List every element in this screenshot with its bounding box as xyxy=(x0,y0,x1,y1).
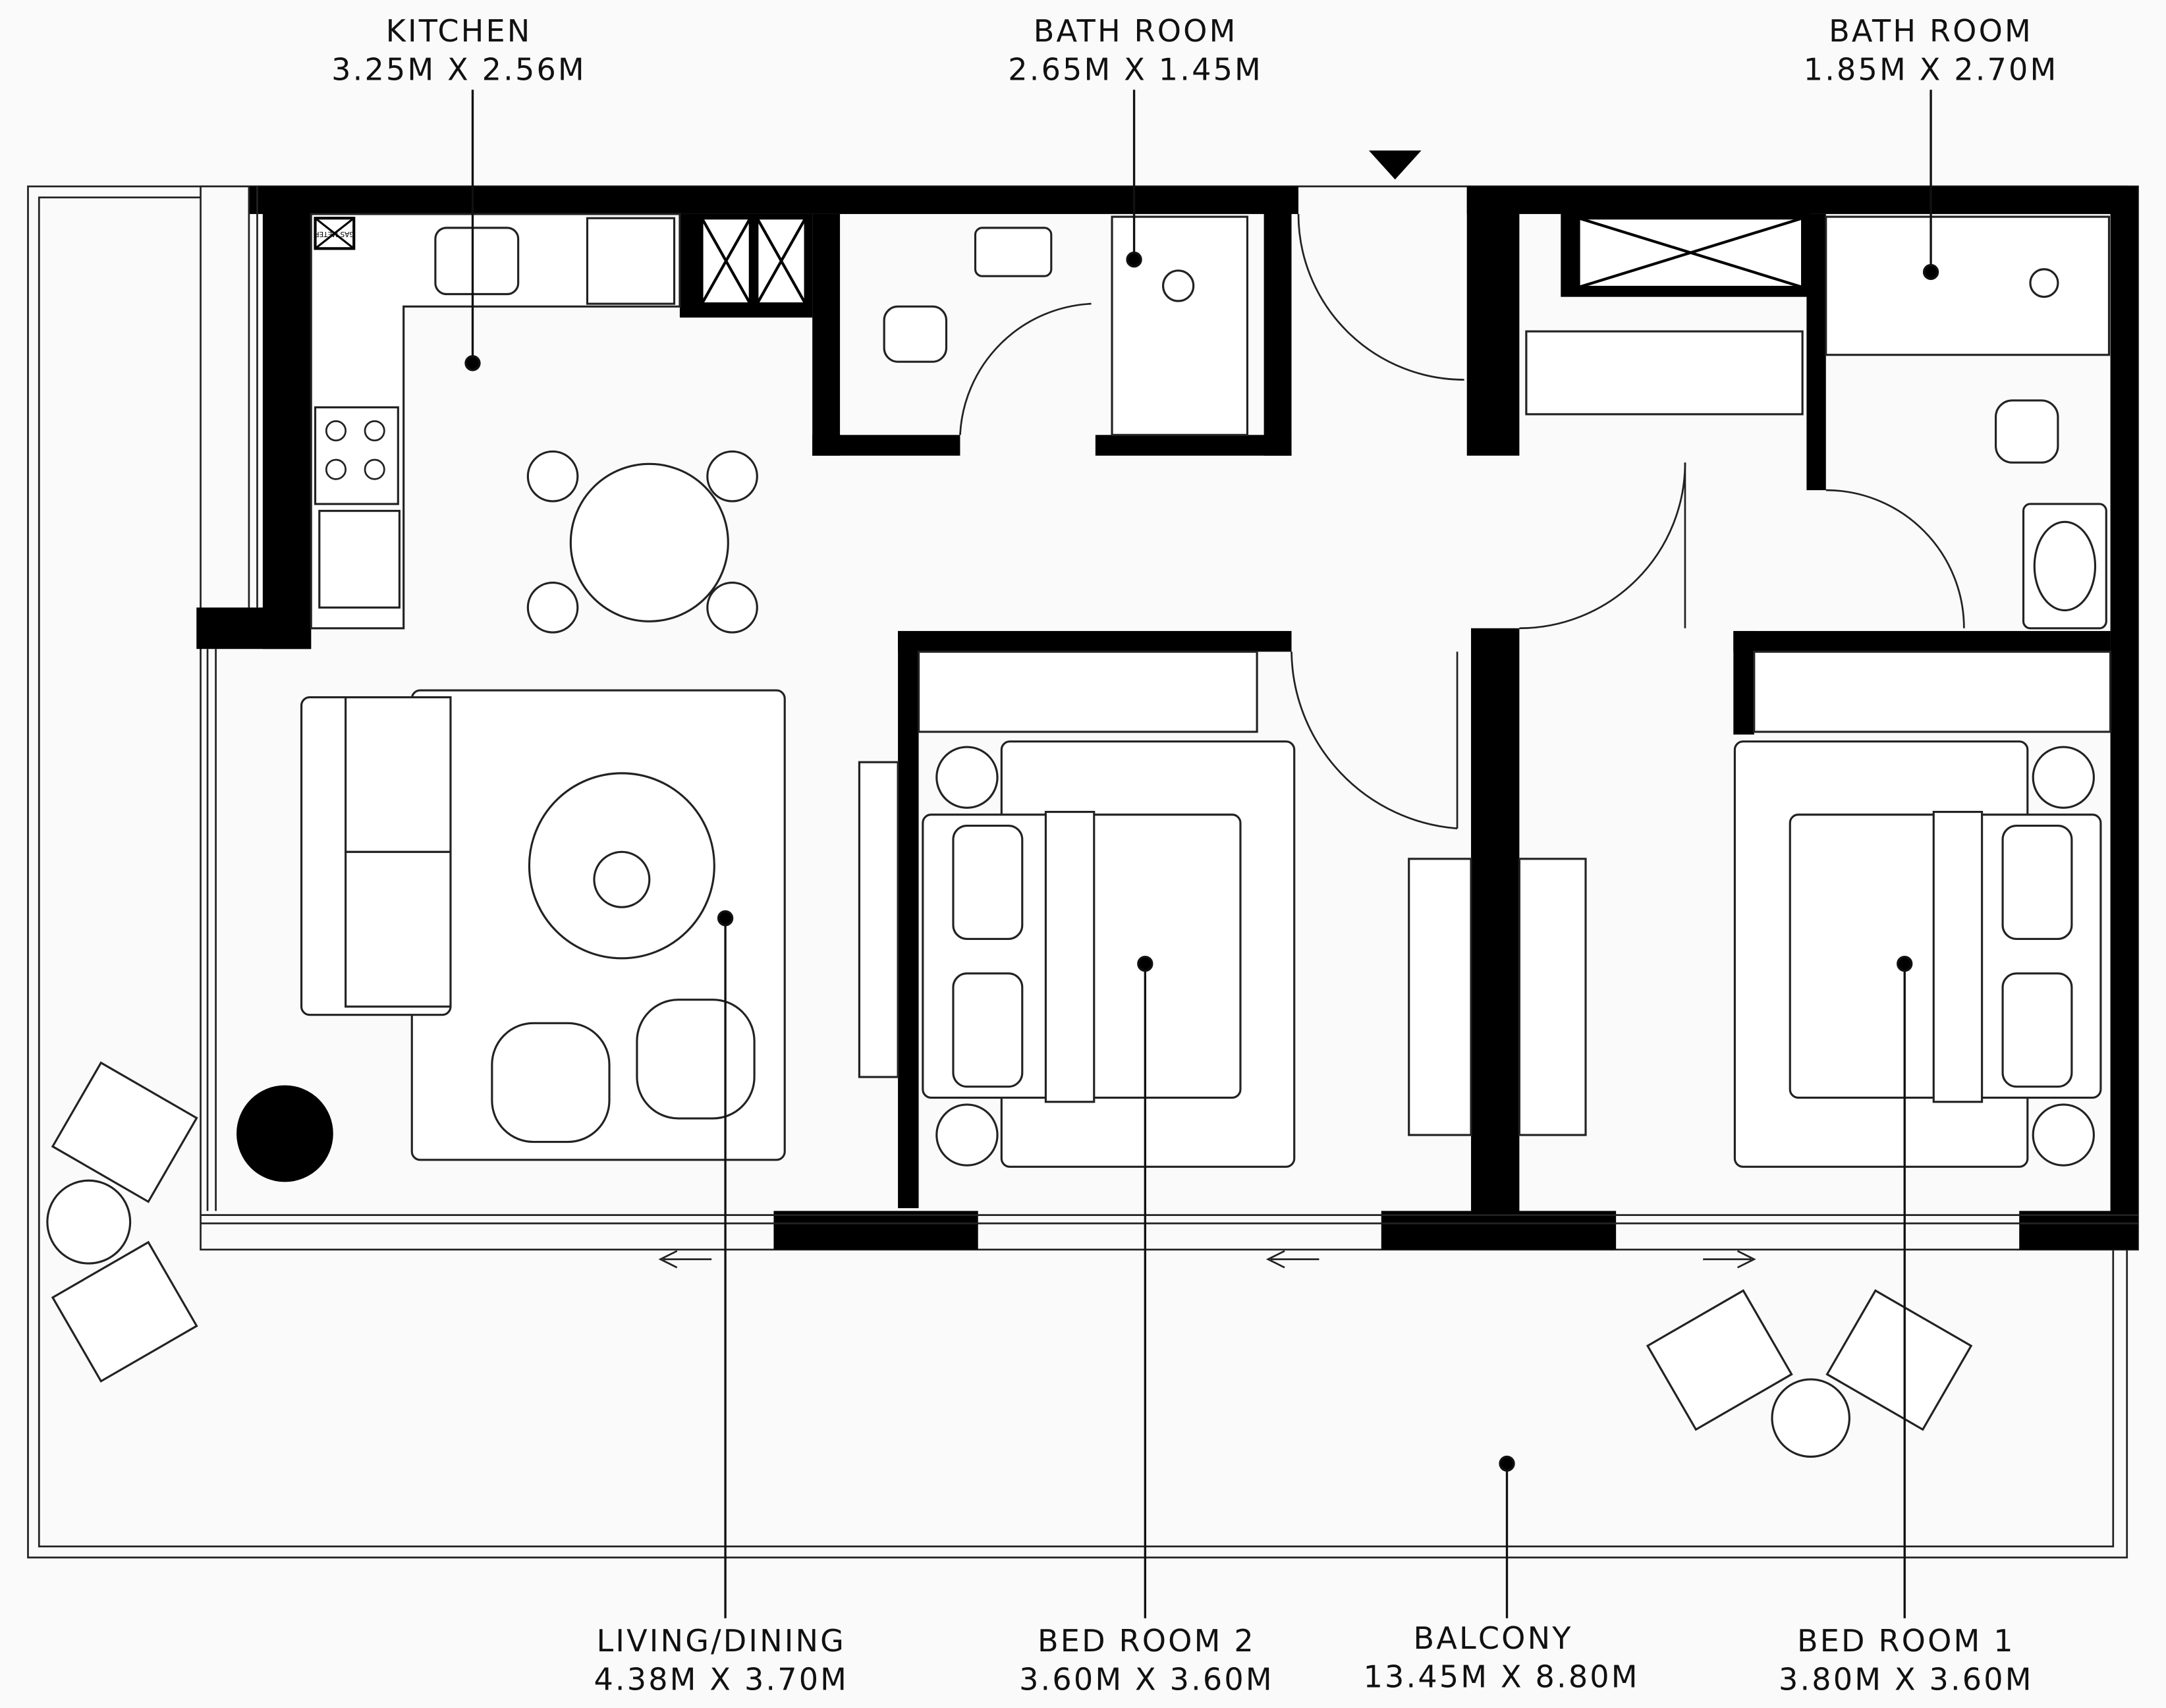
bedroom-1-size: 3.80M X 3.60M xyxy=(1779,1662,2034,1697)
leaders xyxy=(464,90,1939,1618)
gas-meter-icon xyxy=(314,217,356,250)
dining-table xyxy=(526,450,758,634)
bedroom-2-furniture xyxy=(858,650,1472,1168)
living-furniture xyxy=(236,689,786,1182)
bedroom-2-size: 3.60M X 3.60M xyxy=(1019,1662,1274,1697)
kitchen-counter xyxy=(310,213,681,630)
walls xyxy=(196,186,2138,1250)
bedroom-1-furniture xyxy=(1518,650,2112,1168)
bathroom-2-size: 2.65M X 1.45M xyxy=(1008,52,1263,88)
bathroom-1-size: 1.85M X 2.70M xyxy=(1804,52,2059,88)
bathroom-2-fixtures xyxy=(1525,215,2111,630)
bedroom-2-label: BED ROOM 2 xyxy=(1038,1623,1256,1659)
bathroom-2-label: BATH ROOM xyxy=(1034,13,1238,49)
living-dining-label: LIVING/DINING xyxy=(597,1623,846,1659)
kitchen-size: 3.25M X 2.56M xyxy=(331,52,586,88)
gas-meter-label: GAS METER xyxy=(314,230,354,238)
balcony-label: BALCONY xyxy=(1414,1620,1573,1656)
windows xyxy=(200,186,2138,1225)
plant xyxy=(236,1085,333,1182)
doors xyxy=(1291,213,1686,830)
sliding-door-arrow-icon xyxy=(658,1250,1756,1269)
bathroom-1-label: BATH ROOM xyxy=(1829,13,2033,49)
kitchen-label: KITCHEN xyxy=(386,13,532,49)
bedroom-1-label: BED ROOM 1 xyxy=(1797,1623,2015,1659)
balcony-size: 13.45M X 8.80M xyxy=(1364,1659,1640,1695)
entrance-arrow-icon xyxy=(1368,150,1422,180)
living-dining-size: 4.38M X 3.70M xyxy=(594,1662,848,1697)
storage-boxes xyxy=(700,217,1804,306)
balcony-furniture xyxy=(46,1061,1973,1458)
